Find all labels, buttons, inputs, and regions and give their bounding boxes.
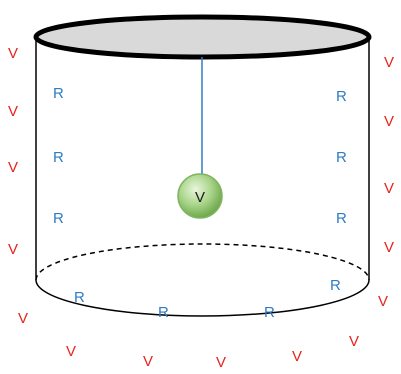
outside-label: V [378, 293, 388, 310]
outside-label: V [8, 103, 18, 120]
inside-label: R [53, 85, 64, 102]
outside-label: V [8, 45, 18, 62]
cylinder-bottom-back-edge [35, 243, 370, 281]
outside-label: V [292, 348, 302, 365]
outside-label: V [18, 310, 28, 327]
sphere-label: V [195, 189, 205, 206]
inside-label: R [330, 277, 341, 294]
outside-label: V [384, 54, 394, 71]
outside-labels: V V V V V V V V V V V V V V V V V [8, 45, 394, 371]
inside-label: R [264, 304, 275, 321]
outside-label: V [384, 180, 394, 197]
inside-label: R [336, 149, 347, 166]
outside-label: V [384, 113, 394, 130]
outside-label: V [216, 354, 226, 371]
outside-label: V [8, 159, 18, 176]
inside-label: R [336, 88, 347, 105]
inside-label: R [74, 289, 85, 306]
suspended-sphere: V [177, 173, 223, 219]
outside-label: V [143, 353, 153, 370]
inside-label: R [336, 210, 347, 227]
cylinder-top-lid [33, 14, 372, 60]
inside-label: R [53, 149, 64, 166]
outside-label: V [349, 333, 359, 350]
outside-label: V [384, 239, 394, 256]
cylinder-bottom-front-edge [35, 279, 370, 317]
outside-label: V [8, 241, 18, 258]
outside-label: V [66, 343, 76, 360]
inside-label: R [158, 304, 169, 321]
inside-label: R [53, 210, 64, 227]
inside-labels: R R R R R R R R R R R [53, 85, 347, 321]
